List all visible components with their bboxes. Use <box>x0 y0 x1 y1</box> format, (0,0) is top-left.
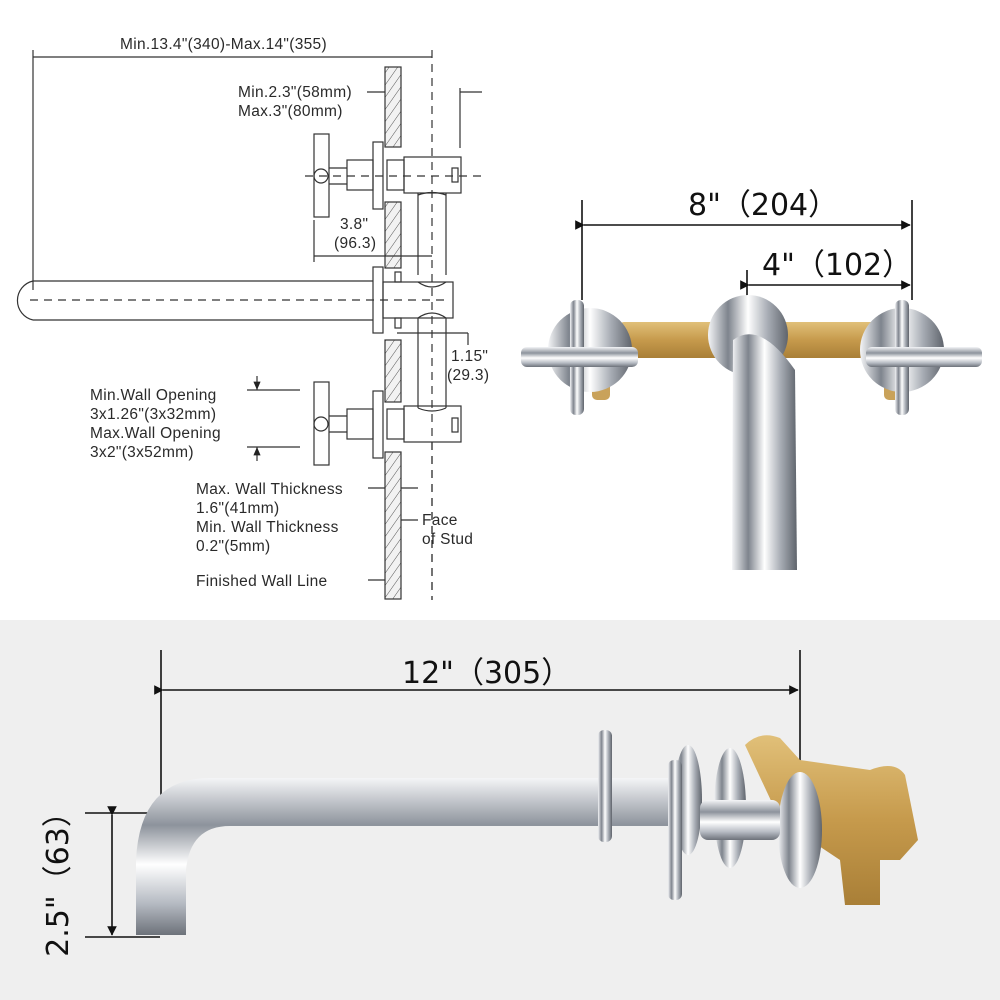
wall-opening-min-label: Min.Wall Opening <box>90 387 217 404</box>
wall-thickness-min-value: 0.2"(5mm) <box>196 538 271 555</box>
spout-reach-label: 12"（305） <box>402 656 572 691</box>
handle-spacing-label: 8"（204） <box>688 188 839 223</box>
handle-offset-label: 3.8" <box>340 216 369 233</box>
spout-to-handle-label: 4"（102） <box>762 248 913 283</box>
spout-height-label: 2.5"（63） <box>41 797 76 957</box>
side-view-faucet <box>85 650 918 938</box>
wall-thickness-min-label: Min. Wall Thickness <box>196 519 339 536</box>
spout-offset-mm-label: (29.3) <box>447 367 490 384</box>
valve-depth-min-label: Min.2.3"(58mm) <box>238 84 352 101</box>
handle-offset-mm-label: (96.3) <box>334 235 377 252</box>
wall-thickness-max-label: Max. Wall Thickness <box>196 481 343 498</box>
wall-thickness-max-value: 1.6"(41mm) <box>196 500 280 517</box>
valve-depth-max-label: Max.3"(80mm) <box>238 103 343 120</box>
overall-length-label: Min.13.4"(340)-Max.14"(355) <box>120 36 327 53</box>
face-of-stud-label-1: Face <box>422 512 458 529</box>
spout-offset-label: 1.15" <box>451 348 489 365</box>
wall-opening-max-label: Max.Wall Opening <box>90 425 221 442</box>
top-panel <box>0 0 1000 620</box>
wall-opening-min-value: 3x1.26"(3x32mm) <box>90 406 217 423</box>
face-of-stud-label-2: of Stud <box>422 531 474 548</box>
wall-opening-max-value: 3x2"(3x52mm) <box>90 444 194 461</box>
front-view-faucet <box>521 200 982 570</box>
finished-wall-line-label: Finished Wall Line <box>196 573 328 590</box>
